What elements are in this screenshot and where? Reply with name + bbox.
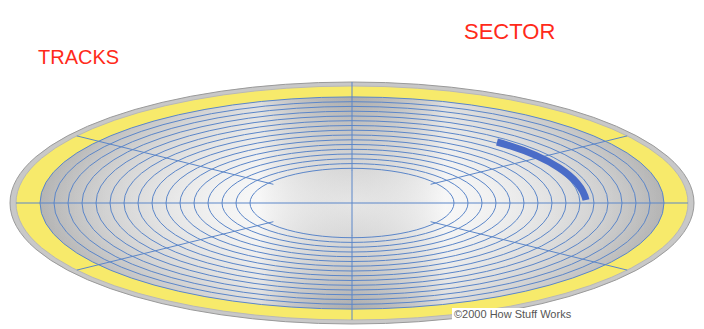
track-ring (222, 159, 482, 247)
sector-line (352, 170, 353, 236)
sector-line (352, 82, 353, 170)
track-ring (236, 164, 468, 243)
sector-line (448, 203, 688, 204)
sector-line (352, 236, 353, 320)
sector-line (16, 203, 256, 204)
sector-line (77, 222, 274, 270)
part-label: TRACKS (38, 46, 119, 68)
sector-line (431, 136, 628, 184)
sector-line (77, 136, 274, 184)
part-label: SECTOR (464, 20, 555, 44)
sector-line (431, 222, 628, 270)
sector-lines (16, 82, 688, 320)
track-ring (250, 168, 454, 237)
copyright-note: ©2000 How Stuff Works (452, 308, 573, 320)
sector-highlight (497, 142, 586, 200)
platter-rim (10, 82, 694, 324)
